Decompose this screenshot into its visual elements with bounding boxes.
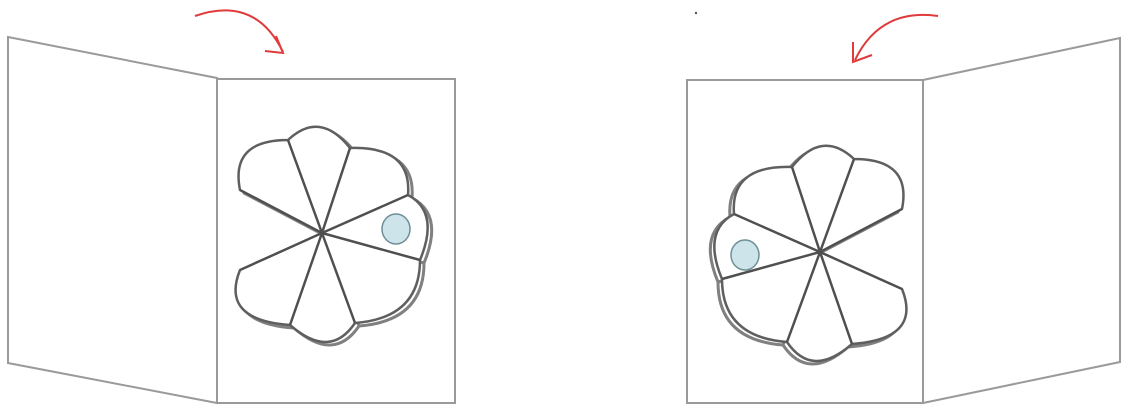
left-petal-dot [382,214,410,244]
left-unit [8,10,455,403]
right-door-panel [923,38,1120,403]
left-door-panel [8,37,217,403]
left-rotation-arrow [195,10,283,52]
stray-dot [695,12,697,14]
right-rotation-arrow [855,15,938,60]
right-petal-dot [731,240,759,270]
right-unit [687,12,1120,403]
